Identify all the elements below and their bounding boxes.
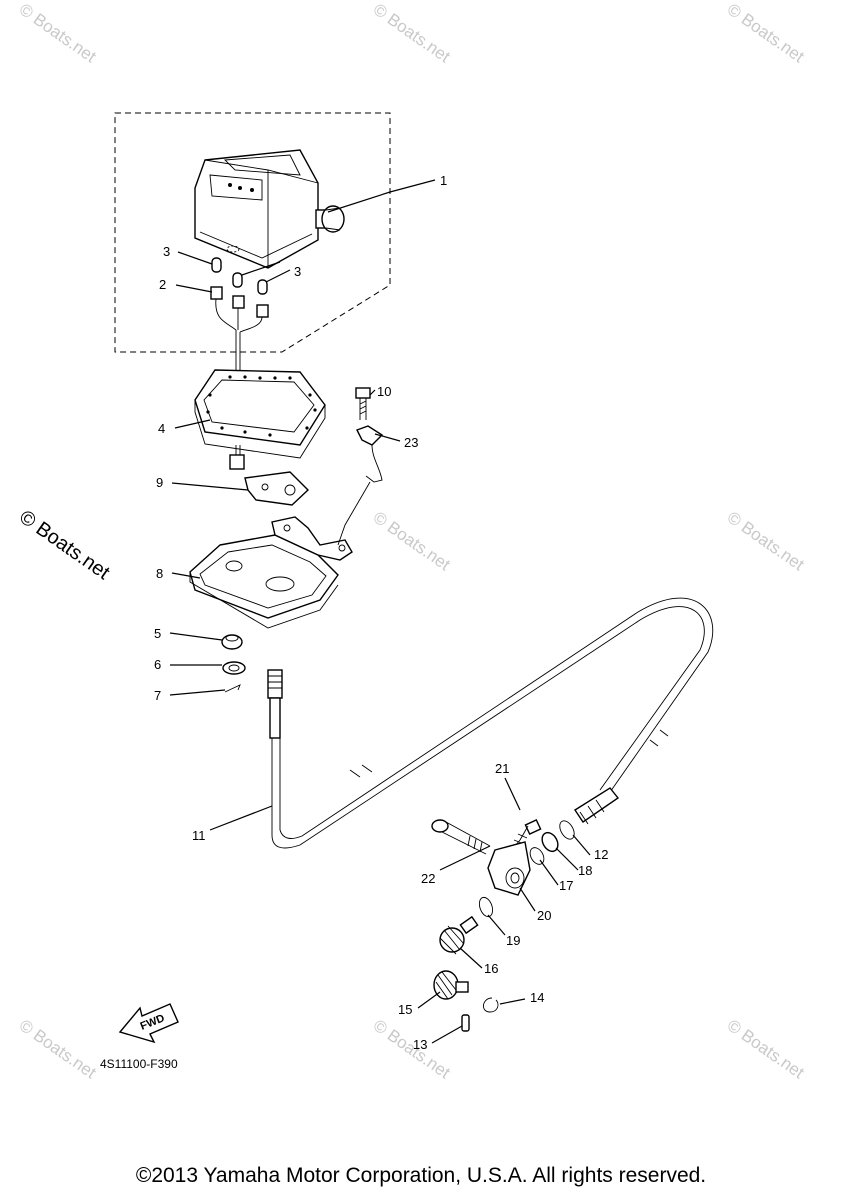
part-6-washer (222, 661, 246, 675)
part-20-gear-housing (487, 841, 531, 896)
callout-19: 19 (506, 933, 520, 948)
leader-lines (169, 179, 591, 1044)
callout-17: 17 (559, 878, 573, 893)
watermark-top-center: © Boats.net (370, 0, 454, 67)
callout-3-right: 3 (294, 264, 301, 279)
part-12-oring (559, 820, 575, 840)
callout-16: 16 (484, 961, 498, 976)
part-2-3-bulbs-sockets (210, 257, 269, 395)
part-13-pin (461, 1014, 470, 1032)
callout-18: 18 (578, 863, 592, 878)
part-14-circlip (483, 997, 499, 1013)
part-9-plate (244, 471, 310, 506)
part-18-bushing (541, 831, 559, 853)
callout-14: 14 (530, 990, 544, 1005)
part-1-meter-head (194, 149, 345, 269)
part-8-meter-bracket (189, 516, 353, 629)
watermark-mid-right: © Boats.net (724, 508, 808, 575)
watermark-bottom-right: © Boats.net (724, 1016, 808, 1083)
callout-21: 21 (495, 761, 509, 776)
callout-20: 20 (537, 908, 551, 923)
part-5-grommet (221, 634, 243, 650)
callout-15: 15 (398, 1002, 412, 1017)
callout-8: 8 (156, 566, 163, 581)
meter-assembly-outline (114, 112, 391, 353)
callouts: 1 3 3 2 10 4 23 9 8 5 6 7 21 11 12 18 22… (154, 173, 608, 1052)
part-23-clamp (337, 425, 384, 546)
callout-11: 11 (192, 828, 206, 843)
watermark-top-right: © Boats.net (724, 0, 808, 67)
callout-22: 22 (421, 871, 435, 886)
part-4-meter-housing (194, 369, 326, 470)
callout-7: 7 (154, 688, 161, 703)
callout-10: 10 (377, 384, 391, 399)
callout-4: 4 (158, 421, 165, 436)
callout-12: 12 (594, 847, 608, 862)
part-22-bolt (431, 819, 491, 855)
callout-9: 9 (156, 475, 163, 490)
fwd-arrow-icon: FWD (118, 1003, 179, 1044)
part-17-washer (529, 847, 545, 865)
part-16-gear (439, 915, 479, 955)
diagram-code: 4S11100-F390 (100, 1057, 178, 1071)
callout-5: 5 (154, 626, 161, 641)
part-21-screw (513, 819, 542, 847)
watermark-mid-center: © Boats.net (370, 508, 454, 575)
callout-2: 2 (159, 277, 166, 292)
watermark-top-left: © Boats.net (16, 0, 100, 67)
part-10-bolt (355, 387, 371, 420)
part-19-oring (478, 896, 494, 918)
part-15-gear (433, 970, 469, 1000)
callout-3-left: 3 (163, 244, 170, 259)
callout-6: 6 (154, 657, 161, 672)
callout-13: 13 (413, 1037, 427, 1052)
copyright-notice: ©2013 Yamaha Motor Corporation, U.S.A. A… (135, 1164, 707, 1187)
part-11-cable (267, 597, 714, 849)
watermark-bottom-left: © Boats.net (16, 1016, 100, 1083)
watermarks: © Boats.net © Boats.net © Boats.net © Bo… (15, 0, 808, 1083)
watermark-mid-left: © Boats.net (15, 506, 114, 584)
callout-1: 1 (440, 173, 447, 188)
callout-23: 23 (404, 435, 418, 450)
watermark-bottom-center: © Boats.net (370, 1016, 454, 1083)
part-7-clip (224, 684, 241, 693)
